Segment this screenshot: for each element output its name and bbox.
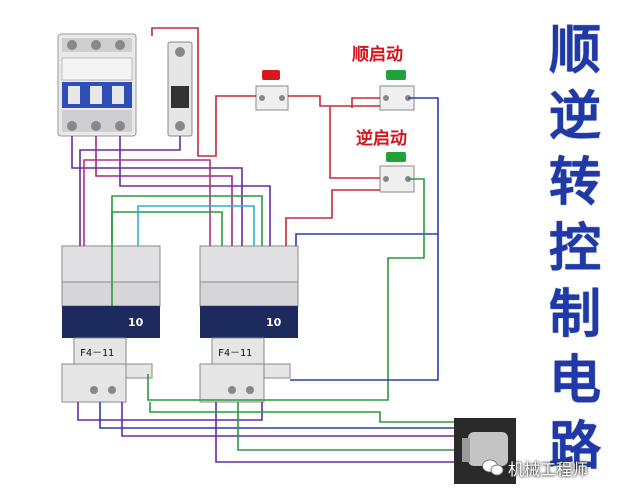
title-char: 逆 xyxy=(548,87,601,147)
forward-start-button xyxy=(379,70,415,111)
stop-button xyxy=(255,70,289,111)
left-contactor-aux-text: 10 xyxy=(128,316,144,329)
reverse-start-button xyxy=(379,152,415,193)
right-contactor xyxy=(199,245,299,403)
wires xyxy=(71,27,454,463)
title-char: 路 xyxy=(548,417,601,477)
vertical-title: 顺 逆 转 控 制 电 路 xyxy=(540,18,610,480)
single-pole-breaker xyxy=(167,41,193,137)
three-pole-breaker xyxy=(57,33,137,137)
title-char: 制 xyxy=(548,285,601,345)
title-char: 电 xyxy=(548,351,601,411)
left-contactor-model: F4－11 xyxy=(80,348,115,359)
watermark: 机械工程师 xyxy=(482,456,588,480)
motor-icon xyxy=(454,418,516,484)
left-contactor xyxy=(61,245,161,403)
title-char: 转 xyxy=(548,153,601,213)
title-char: 控 xyxy=(548,219,601,279)
right-contactor-model: F4－11 xyxy=(218,348,253,359)
reverse-start-label: 逆启动 xyxy=(356,129,407,149)
wechat-icon xyxy=(482,459,504,476)
forward-start-label: 顺启动 xyxy=(352,45,403,65)
right-contactor-aux-text: 10 xyxy=(266,316,282,329)
title-char: 顺 xyxy=(548,21,601,81)
watermark-text: 机械工程师 xyxy=(508,460,589,479)
